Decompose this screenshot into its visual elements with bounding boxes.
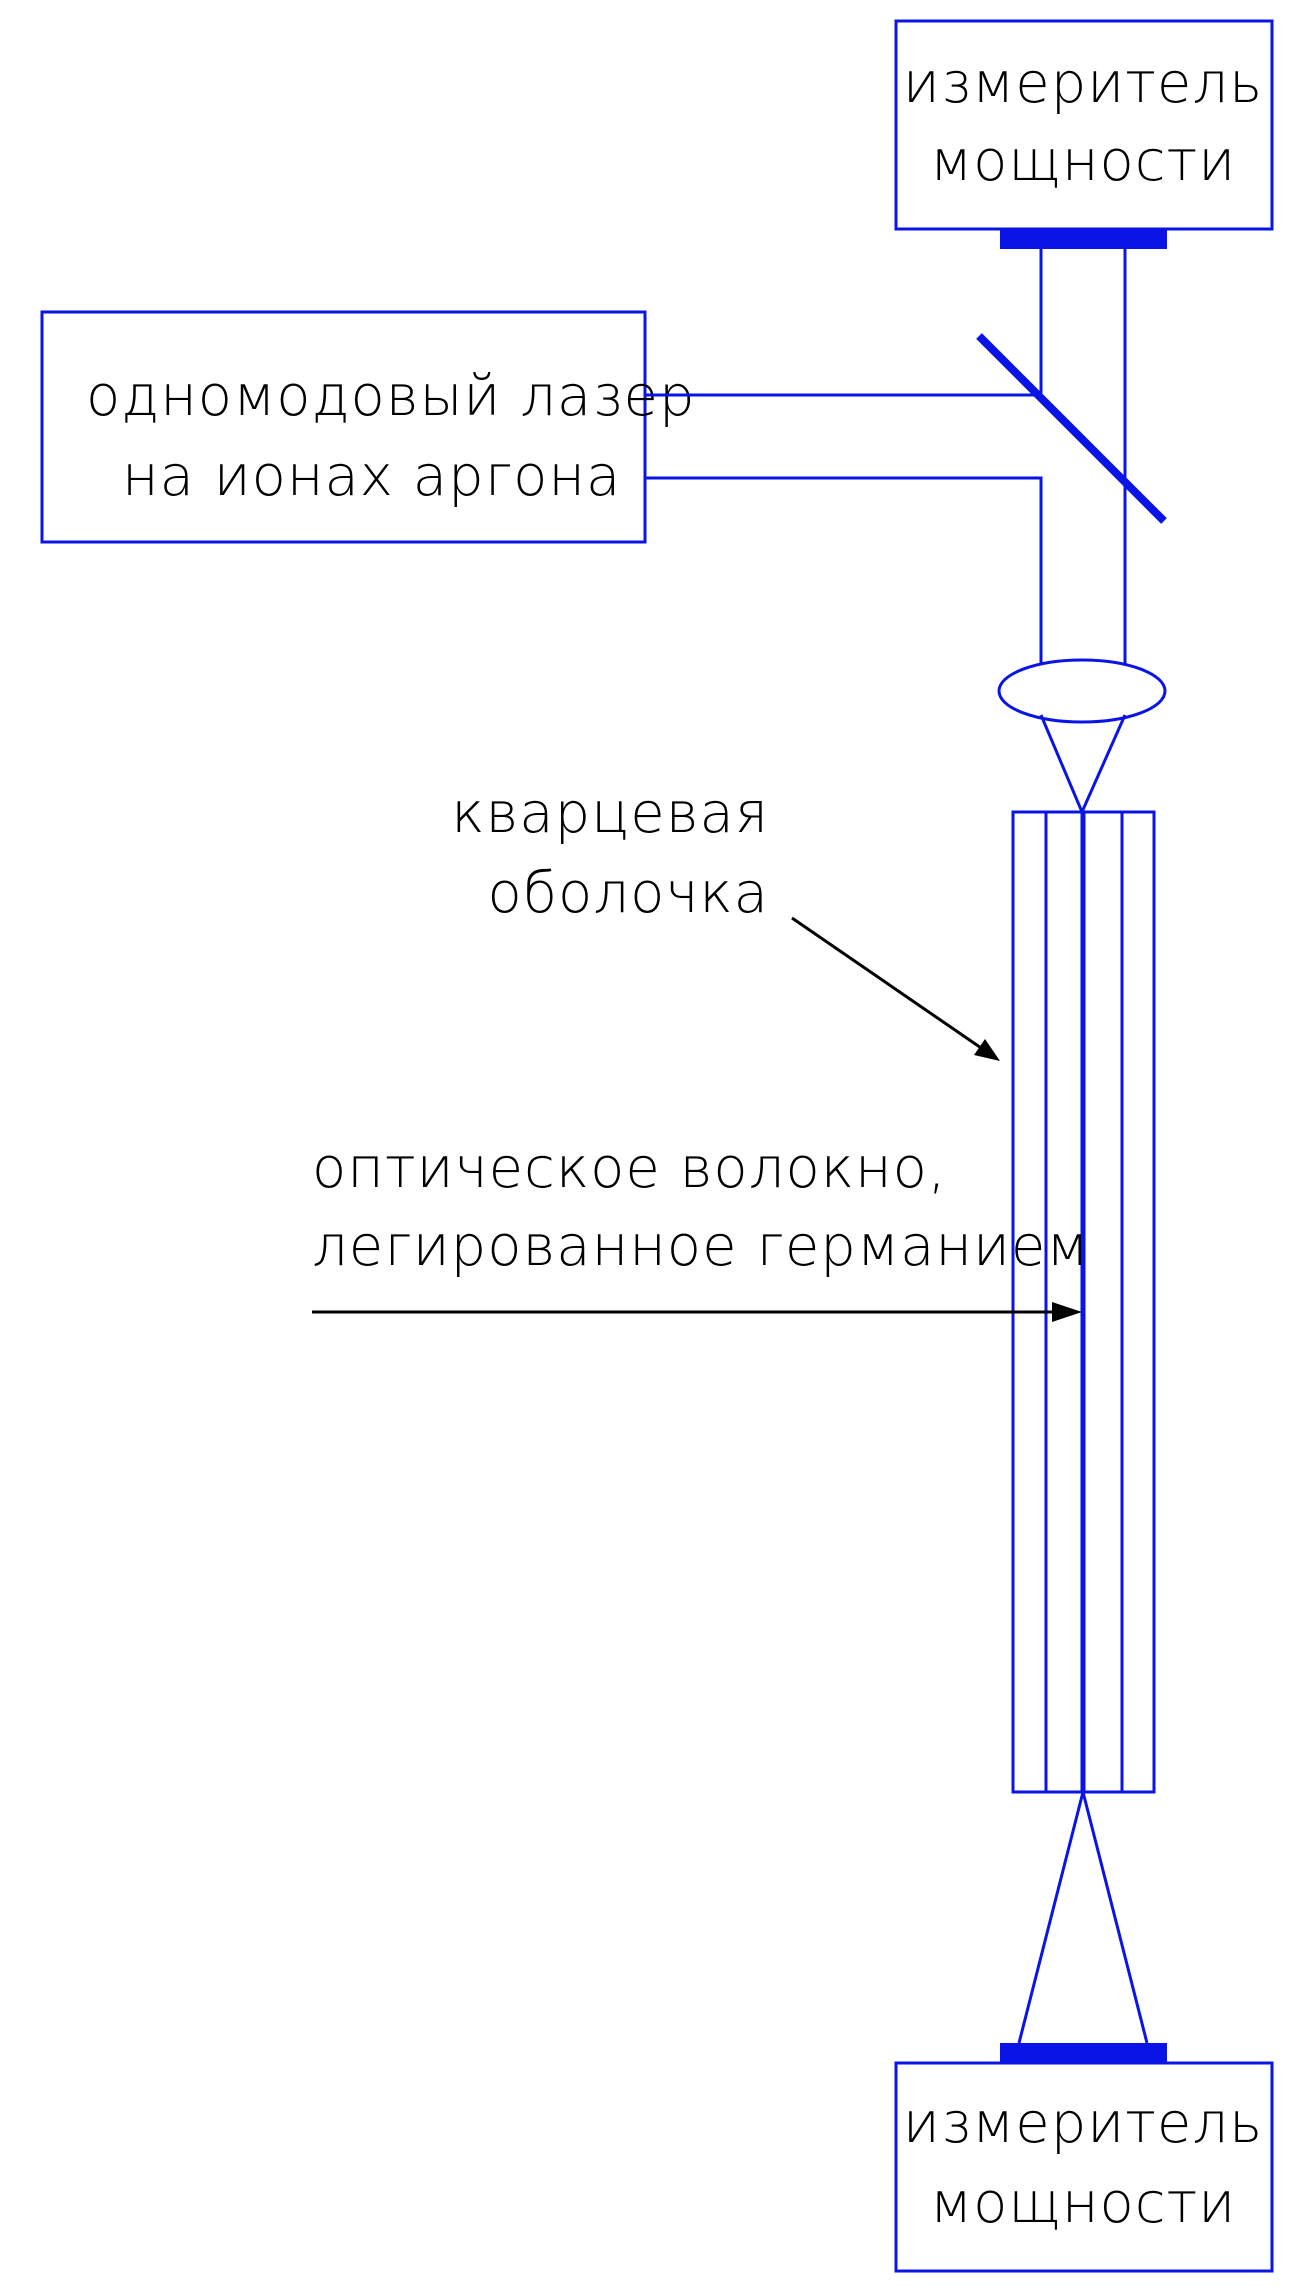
optical-fiber [1011, 810, 1156, 1794]
cladding-annotation: кварцевая оболочка [451, 781, 1000, 1061]
laser-box [40, 310, 647, 544]
cladding-pointer-arrowhead [974, 1039, 1000, 1061]
cladding-pointer-line [791, 916, 988, 1054]
fiber-label-line1: оптическое волокно, [312, 1136, 947, 1201]
power-meter-top-label-line2: мощности [930, 129, 1236, 194]
laser-label-line2: на ионах аргона [122, 444, 621, 509]
power-meter-top: измеритель мощности [894, 19, 1274, 249]
fiber-annotation: оптическое волокно, легированное германи… [312, 1136, 1090, 1322]
power-meter-bottom-detector-window [1000, 2043, 1167, 2063]
beam-upper-edge [645, 249, 1043, 397]
cladding-label-line1: кварцевая [451, 781, 769, 846]
power-meter-bottom: измеритель мощности [894, 2043, 1274, 2273]
cladding-label-line2: оболочка [488, 861, 770, 926]
fiber-pointer-arrowhead [1052, 1302, 1082, 1322]
output-cone [1017, 1791, 1149, 2044]
laser-label-line1: одномодовый лазер [86, 364, 695, 429]
focusing-lens [997, 658, 1167, 724]
focus-cone-top [1039, 714, 1127, 816]
power-meter-bottom-box [894, 2061, 1274, 2273]
power-meter-bottom-label-line1: измеритель [903, 2091, 1263, 2156]
beam-lower-edge [645, 476, 1043, 664]
power-meter-top-detector-window [1000, 229, 1167, 249]
beam-paths [645, 249, 1127, 664]
power-meter-top-box [894, 19, 1274, 231]
fiber-label-line2: легированное германием [312, 1214, 1090, 1279]
beam-splitter-mirror [976, 333, 1167, 524]
argon-ion-laser: одномодовый лазер на ионах аргона [40, 310, 695, 544]
power-meter-bottom-label-line2: мощности [930, 2171, 1236, 2236]
power-meter-top-label-line1: измеритель [903, 51, 1263, 116]
